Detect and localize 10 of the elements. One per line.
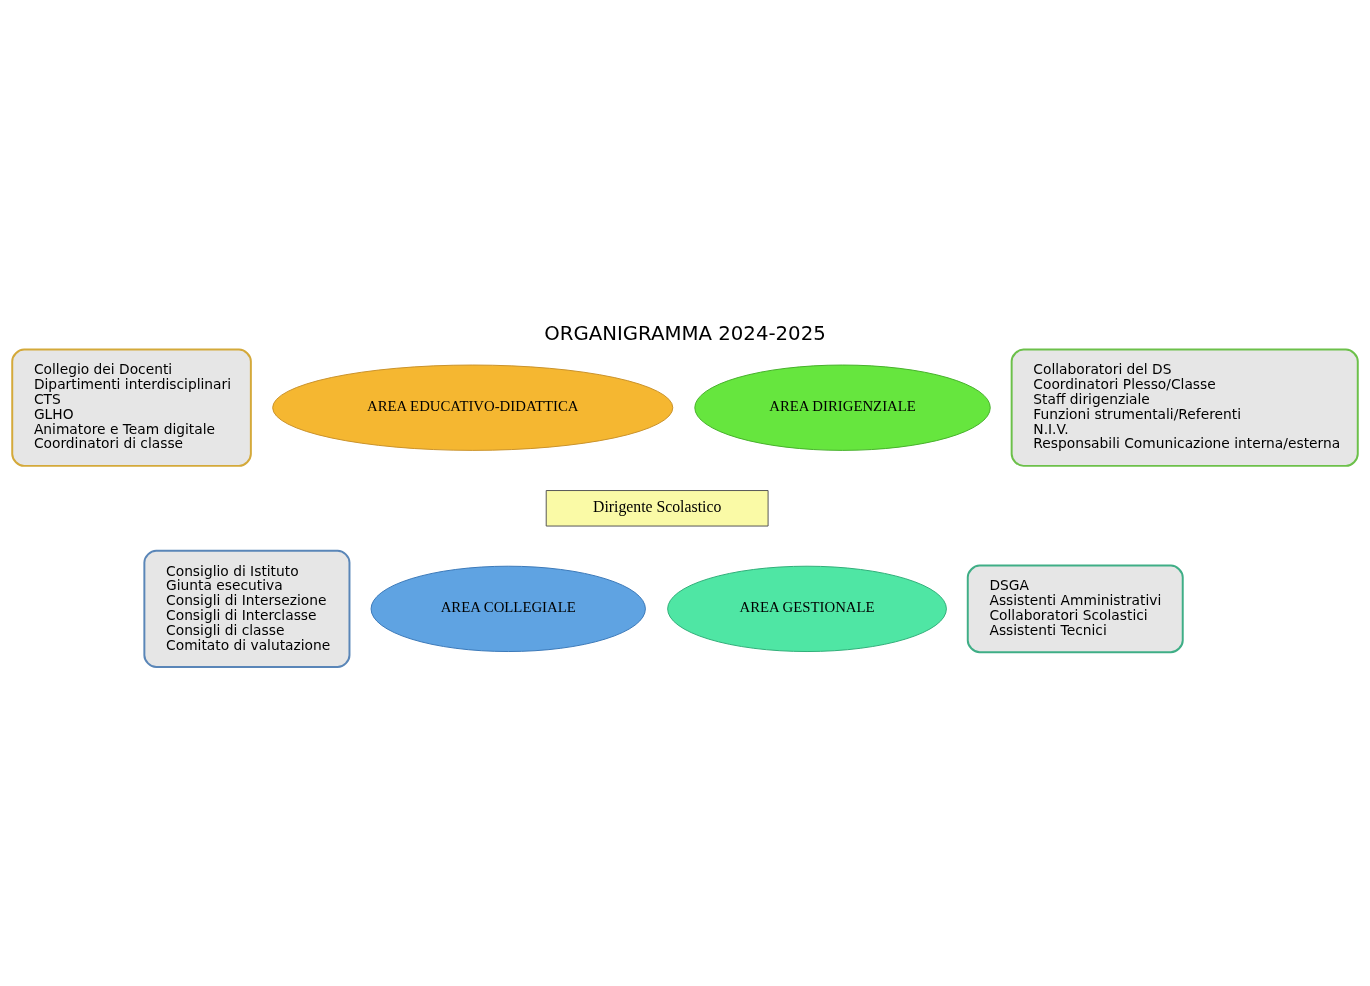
node-ellipse: AREA EDUCATIVO-DIDATTICA [272,364,674,451]
node-ellipse: AREA DIRIGENZIALE [694,364,991,451]
node-box: Collaboratori del DS Coordinatori Plesso/Classe Staff dirigenziale Funzioni strumentali/Referenti N.I.V. Responsabili Comunicazione interna/esterna [1010,348,1359,467]
node-box: Collegio dei Docenti Dipartimenti interdisciplinari CTS GLHO Animatore e Team digitale Coordinatori di classe [11,348,252,467]
node-box: Consiglio di Istituto Giunta esecutiva Consigli di Intersezione Consigli di Interclasse Consigli di classe Comitato di valutazione [143,549,351,668]
node-box: Dirigente Scolastico [545,489,769,527]
node-ellipse: AREA COLLEGIALE [370,565,646,652]
node-ellipse: AREA GESTIONALE [667,565,947,652]
diagram-title: ORGANIGRAMMA 2024-2025 [544,321,826,345]
node-box: DSGA Assistenti Amministrativi Collaboratori Scolastici Assistenti Tecnici [966,564,1184,653]
